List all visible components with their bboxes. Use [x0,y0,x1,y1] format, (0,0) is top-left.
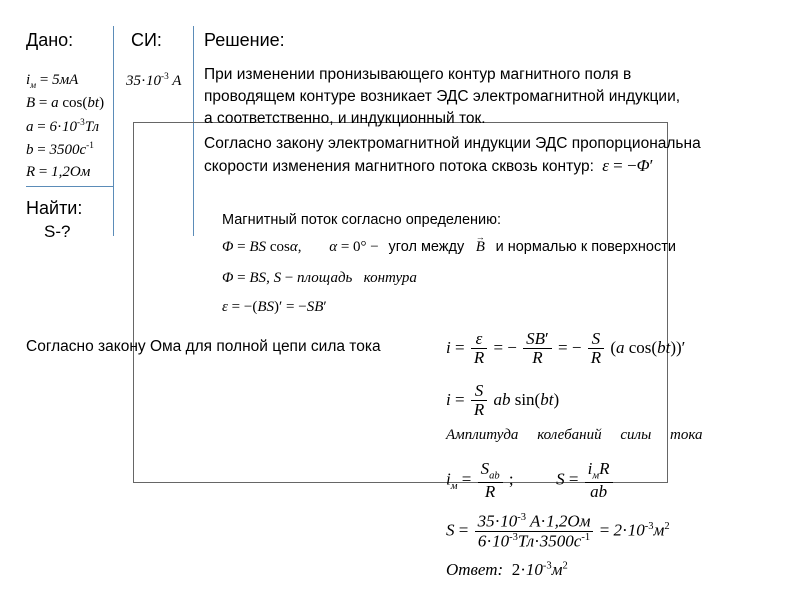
solution-paragraph-2: Согласно закону электромагнитной индукци… [204,133,794,178]
given-column-divider-left [113,26,114,236]
flux-line-1: Φ = BS cosα, α = 0° − угол между →B и но… [222,232,676,258]
given-item-3: b = 3500c-1 [26,141,94,158]
amplitude-word-2: силы [620,427,652,443]
given-item-0: iм = 5мA [26,72,79,91]
b-vector-symbol: →B [475,232,485,256]
given-column-divider-right [193,26,194,236]
flux-formula-cos: Φ = BS cosα, [222,239,302,255]
paragraph1-line-0: При изменении пронизывающего контур магн… [204,66,632,83]
given-heading: Дано: [26,30,74,50]
amplitude-word-0: Амплитуда [446,427,519,443]
paragraph1-line-2: а соответственно, и индукционный ток. [204,110,486,127]
find-value: S-? [44,222,71,241]
find-heading: Найти: [26,198,83,218]
amplitude-word-1: колебаний [537,427,602,443]
answer-label: Ответ: [446,560,504,579]
ohm-law-text: Согласно закону Ома для полной цепи сила… [26,338,381,355]
flux-line-2: Φ = BS, S − площадь контура [222,270,417,286]
given-item-2: a = 6·10-3Тл [26,118,100,135]
emf-derivative-line: ε = −(BS)′ = −SB′ [222,299,327,315]
final-calculation: S = 35·10-3 A·1,2Ом 6·10-3Тл·3500c-1 = 2… [446,511,670,551]
flux-text-b: и нормалью к поверхности [495,239,676,255]
flux-heading: Магнитный поток согласно определению: [222,212,502,228]
given-item-4: R = 1,2Ом [26,164,91,180]
paragraph2-line-0: Согласно закону электромагнитной индукци… [204,135,701,152]
amplitude-word-3: тока [669,427,703,443]
flux-angle-value: α = 0° − [329,239,379,255]
amplitude-text: Амплитуда колебаний силы тока [446,427,702,444]
given-item-1: B = a cos(bt) [26,95,105,111]
paragraph2-line-1: скорости изменения магнитного потока скв… [204,158,594,175]
faraday-formula: ε = −Φ′ [602,156,654,175]
solution-paragraph-1: При изменении пронизывающего контур магн… [204,64,789,130]
si-heading: СИ: [131,30,162,50]
paragraph1-line-1: проводящем контуре возникает ЭДС электро… [204,88,681,105]
given-underline [26,186,114,187]
answer-line: Ответ: 2·10-3м2 [446,560,568,579]
si-value: 35·10-3 A [126,72,182,89]
flux-text-a: угол между [388,239,465,255]
solution-heading: Решение: [204,30,285,50]
